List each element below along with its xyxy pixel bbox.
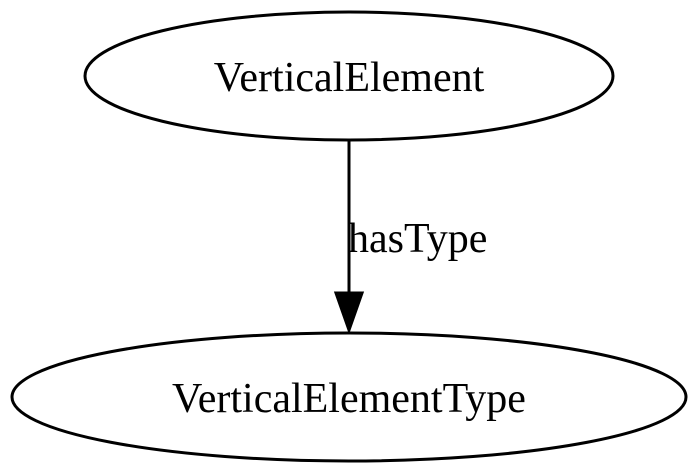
edge-has-type: hasType bbox=[333, 140, 487, 335]
node-vertical-element-type-shape bbox=[10, 331, 688, 463]
node-vertical-element-label: VerticalElement bbox=[214, 55, 485, 101]
node-vertical-element-type-label: VerticalElementType bbox=[172, 376, 526, 422]
edge-has-type-label: hasType bbox=[348, 216, 487, 262]
node-vertical-element[interactable]: VerticalElement bbox=[83, 10, 615, 142]
edge-has-type-arrowhead bbox=[333, 291, 365, 335]
node-vertical-element-type[interactable]: VerticalElementType bbox=[10, 331, 688, 463]
